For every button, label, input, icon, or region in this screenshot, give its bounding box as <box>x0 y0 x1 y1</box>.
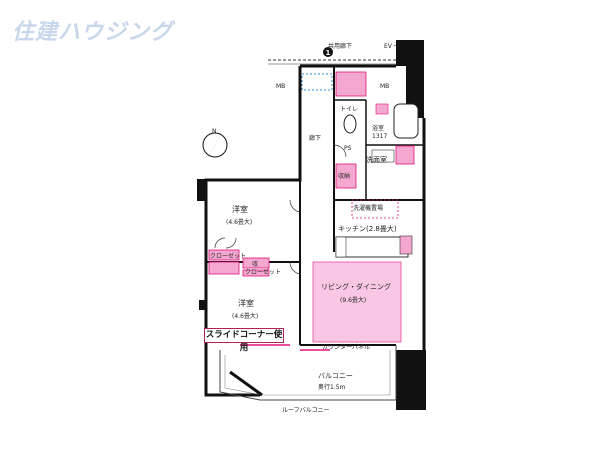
door-swing <box>333 144 347 158</box>
closet-4 <box>242 269 270 277</box>
sink <box>335 236 347 258</box>
closet-1 <box>208 249 240 261</box>
door-swing <box>289 261 301 275</box>
closet-small-label: 収 <box>252 261 258 268</box>
wall <box>204 345 260 397</box>
washing-machine <box>371 149 395 163</box>
balcony-inner <box>224 350 391 396</box>
door-swing <box>214 237 226 249</box>
mb-right-label: MB <box>380 83 389 90</box>
living-size: (9.6畳大) <box>340 296 366 304</box>
entrance-marker <box>323 47 333 57</box>
wall <box>197 179 206 201</box>
wall <box>199 300 206 310</box>
bottom-note: ルーフバルコニー <box>282 407 330 414</box>
closet1-label: クローゼット <box>210 252 246 260</box>
room1-label: 洋室 <box>232 204 248 214</box>
mb-left-label: MB <box>276 83 285 90</box>
bath-size: 1317 <box>372 133 387 140</box>
bathtub <box>393 103 419 139</box>
building-column <box>396 350 426 410</box>
closet-2 <box>242 257 270 269</box>
balcony-outline <box>219 345 397 401</box>
toilet-label: トイレ <box>340 106 358 113</box>
ps-label: PS <box>344 145 352 152</box>
room2-size: (4.6畳大) <box>232 312 258 320</box>
corridor-label: 共用廊下 <box>328 42 352 50</box>
balcony-label: バルコニー <box>318 372 353 380</box>
hallway-label: 廊下 <box>309 134 321 142</box>
door-swing <box>289 199 301 213</box>
living-area <box>312 261 402 343</box>
door-swing <box>225 237 237 249</box>
fridge <box>399 235 413 255</box>
closet2-label: クローゼット <box>245 268 281 276</box>
counter-label: カウンターパネル <box>322 343 370 351</box>
kitchen-label: キッチン(2.8畳大) <box>338 224 397 233</box>
entrance-marker-number: 1 <box>326 49 331 57</box>
shoe-cabinet <box>335 71 367 97</box>
north-label: N <box>212 128 217 135</box>
balcony-sub-label: 奥行1.5m <box>318 383 346 391</box>
living-label: リビング・ダイニング <box>321 282 391 291</box>
washroom-label: 洗面室 <box>366 155 387 164</box>
entrance-area <box>301 73 333 91</box>
shelf-label: 収納 <box>338 172 350 180</box>
building-column <box>396 40 424 118</box>
toilet-fixture <box>343 114 357 134</box>
closet-3 <box>208 261 240 275</box>
bath-fixture <box>375 103 389 115</box>
wash-basin <box>395 145 415 165</box>
room2-label: 洋室 <box>238 298 254 308</box>
slide-corner-note: スライドコーナー使用 <box>204 328 284 353</box>
room1-size: (4.6畳大) <box>226 218 252 226</box>
company-logo: 住建ハウジング <box>12 20 174 45</box>
balcony-wall <box>229 370 263 397</box>
north-arrow-icon <box>202 132 228 158</box>
washer-space-label: 洗濯機置場 <box>353 204 383 212</box>
bath-label: 浴室 <box>372 124 384 132</box>
storage <box>335 163 357 189</box>
kitchen-counter <box>335 236 409 258</box>
